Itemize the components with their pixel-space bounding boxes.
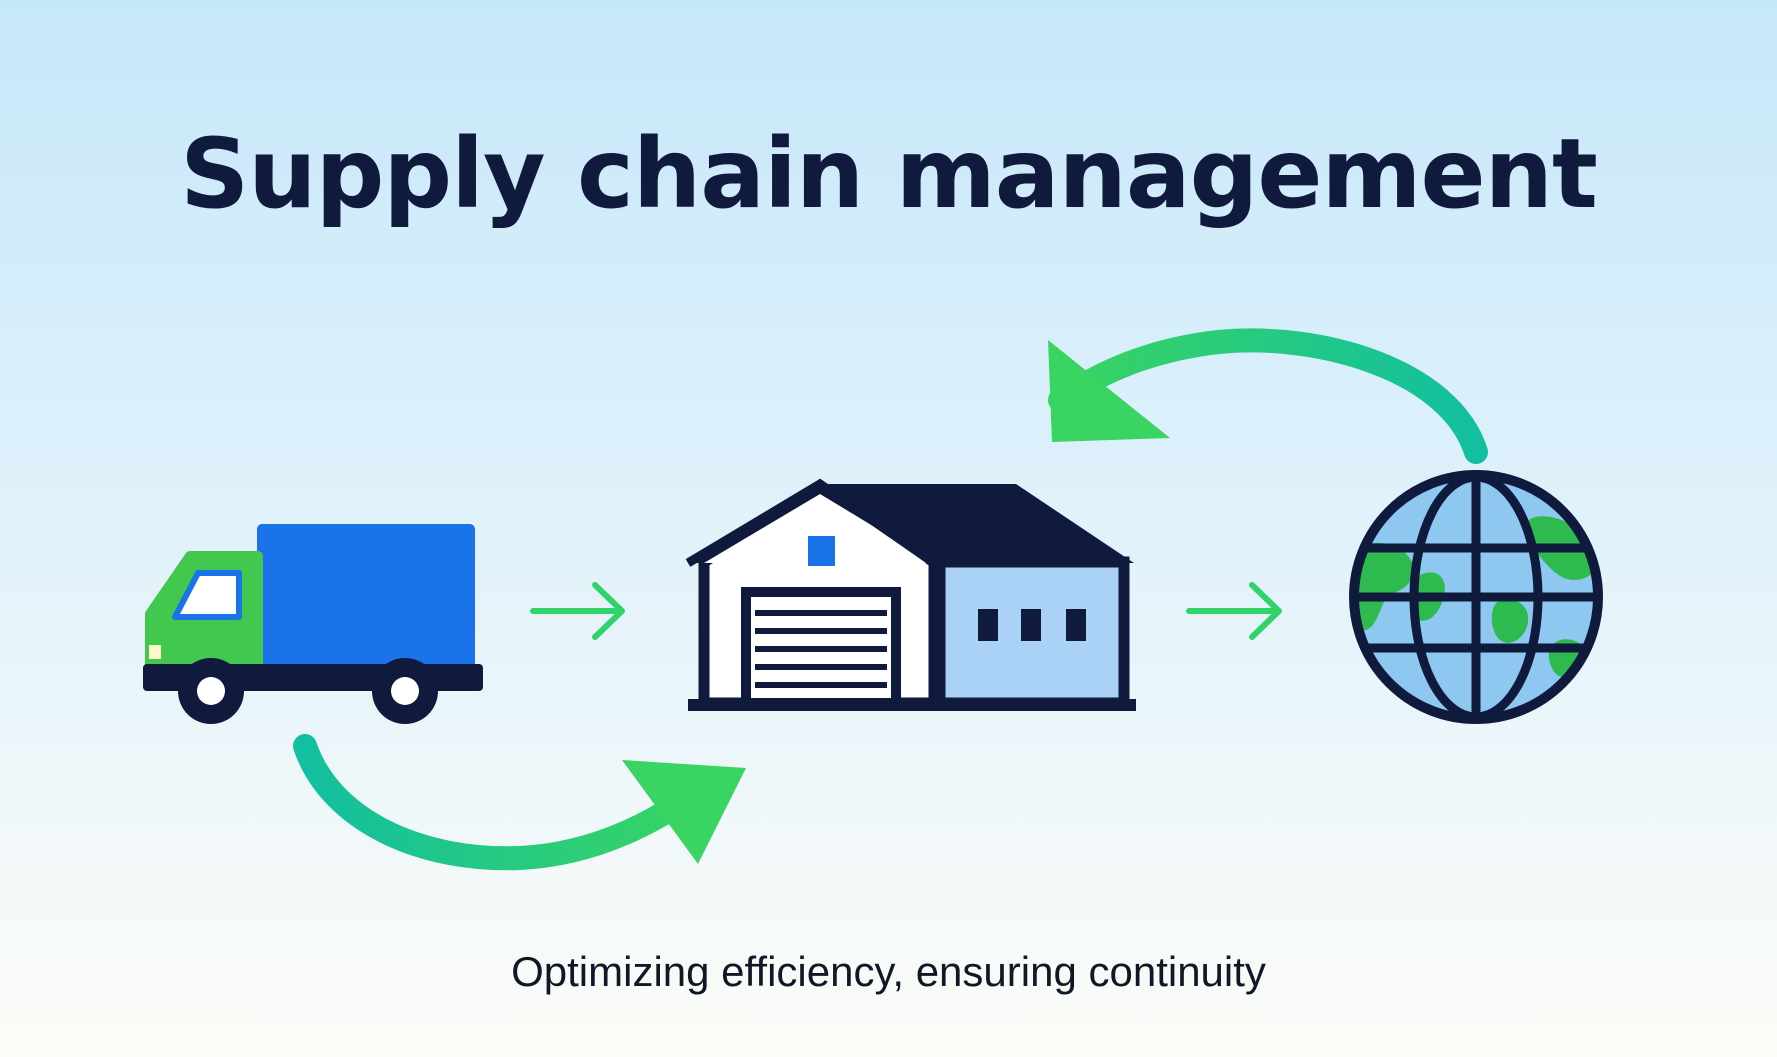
page-title: Supply chain management bbox=[180, 118, 1598, 230]
arrow-right-icon bbox=[530, 582, 625, 640]
warehouse-side-window bbox=[1021, 609, 1041, 641]
warehouse-icon bbox=[685, 478, 1136, 711]
globe-outline bbox=[1349, 470, 1603, 724]
tagline: Optimizing efficiency, ensuring continui… bbox=[511, 948, 1266, 995]
truck-cargo-box bbox=[257, 524, 475, 672]
warehouse-side-window bbox=[1066, 609, 1086, 641]
curved-arrow-icon bbox=[1048, 328, 1488, 464]
arrow-right-icon bbox=[1186, 582, 1282, 640]
warehouse-side-window bbox=[978, 609, 998, 641]
truck-window bbox=[172, 570, 242, 620]
globe-icon bbox=[1349, 470, 1603, 724]
truck-headlight bbox=[149, 645, 161, 659]
curved-arrow-icon bbox=[293, 734, 746, 871]
truck-icon bbox=[143, 524, 483, 724]
warehouse-window bbox=[808, 536, 835, 566]
warehouse-ground bbox=[688, 699, 1136, 711]
